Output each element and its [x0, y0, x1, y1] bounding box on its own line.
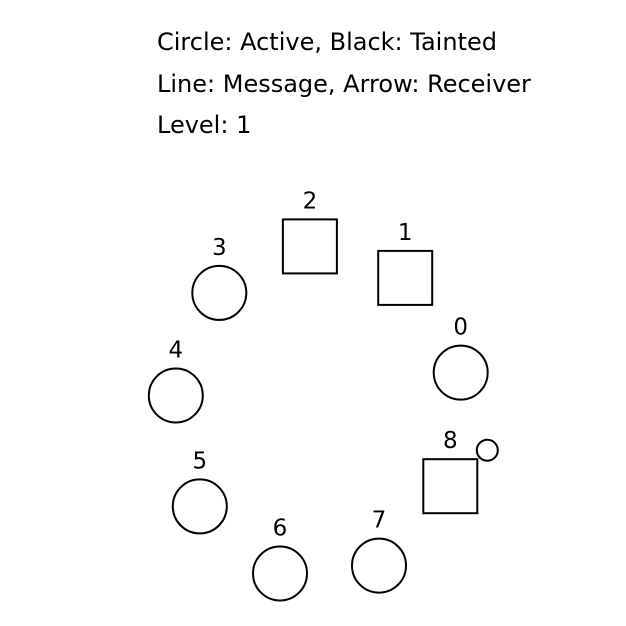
- legend-line-text: Line: Message, Arrow: Receiver: [157, 70, 531, 98]
- node-4-label: 4: [168, 338, 183, 364]
- node-1-label: 1: [398, 220, 413, 246]
- node-1-square: [377, 249, 434, 306]
- node-5-circle: [171, 478, 228, 535]
- legend-level-text: Level: 1: [157, 111, 252, 139]
- node-4-circle: [147, 367, 204, 424]
- node-6-circle: [252, 545, 308, 602]
- node-5-label: 5: [192, 448, 207, 474]
- node-6-label: 6: [273, 516, 288, 542]
- node-8-label: 8: [443, 428, 458, 454]
- node-2-label: 2: [303, 188, 318, 214]
- node-3-circle: [191, 264, 248, 321]
- node-0-label: 0: [453, 315, 468, 341]
- node-0-circle: [432, 344, 489, 401]
- node-8-square: [422, 458, 479, 515]
- node-3-label: 3: [212, 235, 227, 261]
- node-2-square: [281, 218, 338, 275]
- node-7-label: 7: [372, 508, 387, 534]
- node-7-circle: [351, 537, 407, 594]
- token-circle: [475, 438, 499, 462]
- legend-shape-text: Circle: Active, Black: Tainted: [157, 28, 497, 56]
